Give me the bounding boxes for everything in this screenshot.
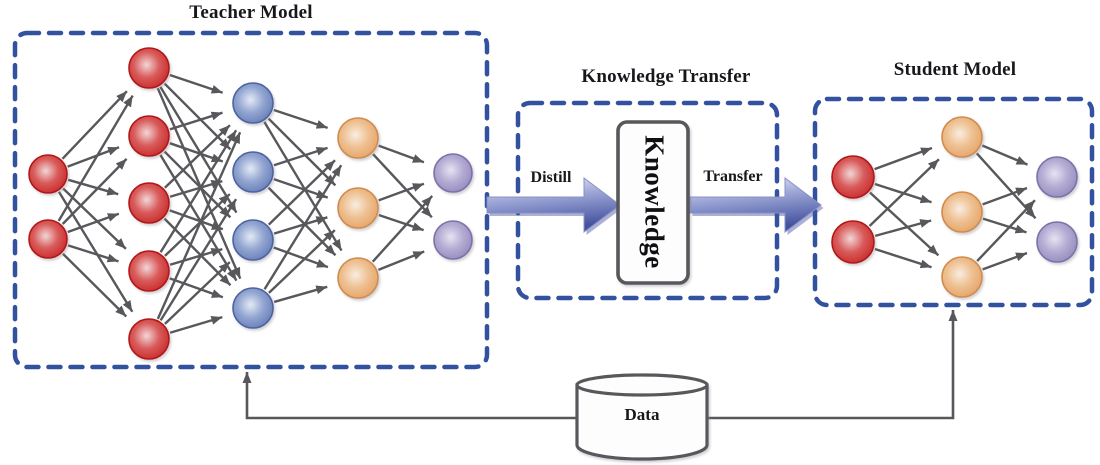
- teacher-connection: [273, 285, 328, 304]
- teacher-connection: [67, 178, 119, 196]
- teacher-layer-1-neuron-node: [128, 115, 170, 157]
- teacher-layer-4-neuron-node: [433, 153, 473, 193]
- teacher-connection: [273, 216, 328, 235]
- teacher-connection: [57, 191, 134, 313]
- teacher-connection: [378, 182, 425, 202]
- knowledge-transfer-title: Knowledge Transfer: [581, 66, 751, 87]
- data-feedback-line-left: [242, 372, 577, 420]
- teacher-connection: [163, 150, 232, 219]
- teacher-connection: [377, 250, 425, 271]
- teacher-connection: [263, 121, 343, 252]
- student-layer-1-neuron-node: [941, 116, 983, 158]
- teacher-layer-3-neuron-node: [337, 257, 379, 299]
- teacher-connection: [156, 87, 242, 280]
- teacher-connection: [268, 229, 336, 294]
- teacher-connection: [267, 159, 336, 226]
- student-layer-0-neuron-node: [831, 220, 875, 264]
- teacher-connection: [164, 193, 231, 257]
- teacher-connection: [267, 186, 337, 257]
- teacher-connection: [67, 146, 120, 168]
- data-cylinder-body: [575, 383, 709, 461]
- student-layer-2-neuron-node: [1036, 156, 1078, 198]
- student-connection: [982, 217, 1027, 234]
- teacher-connection: [169, 142, 224, 163]
- teacher-layer-3-neuron-node: [337, 187, 379, 229]
- teacher-layer-1-neuron-node: [128, 182, 170, 224]
- student-connection: [982, 251, 1028, 271]
- distill-block-arrow-icon: [486, 177, 621, 233]
- teacher-connection: [273, 246, 329, 269]
- teacher-connection: [57, 94, 134, 222]
- transfer-label: Transfer: [703, 168, 763, 185]
- student-layer-1-neuron-node: [941, 256, 983, 298]
- teacher-connection: [273, 108, 329, 130]
- teacher-connection: [169, 247, 223, 266]
- teacher-connection: [159, 154, 238, 282]
- teacher-layer-3-neuron-node: [337, 117, 379, 159]
- teacher-connection: [159, 198, 238, 321]
- student-connection: [981, 144, 1028, 166]
- teacher-layer-2-neuron-node: [232, 82, 274, 124]
- teacher-connection: [169, 209, 224, 231]
- teacher-connection: [169, 111, 223, 131]
- knowledge-label: Knowledge: [639, 135, 670, 269]
- student-connection: [869, 191, 940, 257]
- teacher-connection: [62, 187, 127, 250]
- teacher-connection: [273, 146, 328, 167]
- distill-label: Distill: [530, 169, 572, 186]
- knowledge-box: [616, 120, 690, 285]
- teacher-connection: [378, 144, 425, 164]
- teacher-layer-1-neuron-node: [128, 250, 170, 292]
- teacher-layer-2-neuron-node: [232, 287, 274, 329]
- teacher-connection: [169, 315, 223, 334]
- teacher-layer-0-neuron-node: [28, 154, 68, 194]
- teacher-connection: [159, 86, 238, 214]
- teacher-layer-1-neuron-node: [128, 47, 170, 89]
- student-connection: [874, 146, 933, 171]
- teacher-connection: [67, 212, 120, 234]
- student-layer-2-neuron-node: [1036, 221, 1078, 263]
- teacher-connection: [62, 252, 128, 318]
- transfer-block-arrow-icon: [689, 177, 822, 233]
- teacher-connection: [169, 277, 224, 299]
- teacher-connection: [263, 164, 343, 290]
- teacher-connection: [169, 179, 223, 198]
- teacher-connection: [378, 213, 425, 232]
- teacher-connection: [371, 195, 434, 263]
- teacher-connection: [164, 124, 231, 189]
- student-model-title: Student Model: [893, 59, 1017, 80]
- data-cylinder-top: [575, 373, 709, 397]
- teacher-connection: [164, 261, 231, 325]
- student-connection: [874, 219, 932, 238]
- teacher-connection: [273, 177, 329, 199]
- student-layer-0-neuron-node: [831, 155, 875, 199]
- teacher-connection: [267, 117, 337, 187]
- teacher-connection: [159, 129, 238, 253]
- teacher-connection: [156, 131, 242, 320]
- student-layer-1-neuron-node: [941, 191, 983, 233]
- student-connection: [874, 247, 932, 269]
- student-connection: [976, 199, 1036, 262]
- teacher-connection: [61, 90, 128, 160]
- student-connection: [868, 158, 940, 227]
- data-feedback-line-right: [707, 310, 958, 420]
- teacher-connection: [163, 82, 232, 151]
- teacher-layer-2-neuron-node: [232, 219, 274, 261]
- teacher-layer-1-neuron-node: [128, 318, 170, 360]
- teacher-connection: [61, 158, 128, 225]
- data-label: Data: [624, 405, 660, 424]
- teacher-model-title: Teacher Model: [189, 2, 313, 23]
- student-network: [831, 116, 1078, 298]
- teacher-layer-2-neuron-node: [232, 151, 274, 193]
- teacher-connection: [169, 73, 224, 94]
- teacher-layer-4-neuron-node: [433, 220, 473, 260]
- teacher-network: [28, 47, 473, 360]
- teacher-layer-0-neuron-node: [28, 219, 68, 259]
- teacher-connection: [67, 244, 119, 263]
- student-connection: [982, 186, 1028, 206]
